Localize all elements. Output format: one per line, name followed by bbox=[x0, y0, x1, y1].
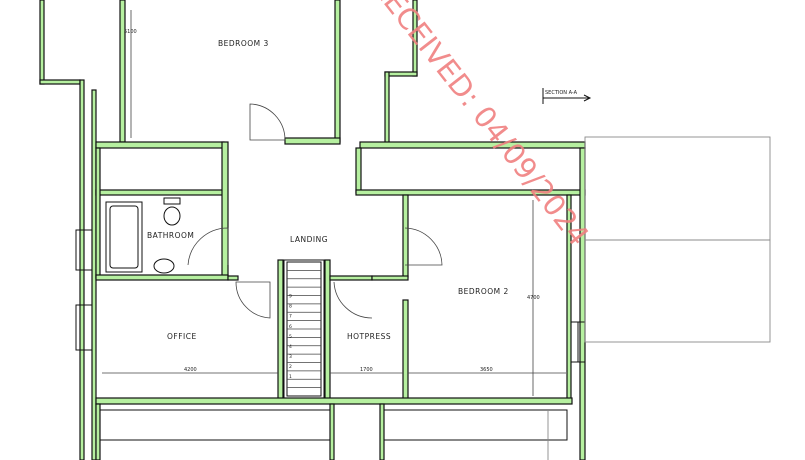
label-office: OFFICE bbox=[167, 332, 197, 341]
wall-top-right-step bbox=[384, 71, 418, 77]
wall-top-left-step bbox=[39, 79, 81, 85]
wall-bottom-mid-stub-a bbox=[329, 403, 335, 460]
stair-outline bbox=[283, 259, 325, 399]
dim-bedroom2-width: 3650 bbox=[480, 367, 493, 373]
wall-bedroom2-left-lower bbox=[402, 299, 409, 401]
stair-step-number: 6 bbox=[289, 324, 292, 330]
wall-bedroom3-right bbox=[334, 0, 341, 143]
wall-landing-top-mid bbox=[284, 137, 341, 145]
adjoining-structure bbox=[547, 136, 771, 460]
label-landing: LANDING bbox=[290, 235, 328, 244]
wall-bedroom3-left bbox=[119, 0, 126, 143]
door-office-swing bbox=[235, 281, 271, 319]
wall-office-top-right bbox=[227, 275, 239, 281]
wall-stair-right bbox=[324, 259, 331, 401]
stair-treads: 1 2 3 4 5 6 7 8 9 bbox=[287, 269, 321, 389]
wall-landing-top-right bbox=[359, 141, 586, 149]
wall-right-outer bbox=[579, 147, 586, 460]
label-bathroom: BATHROOM bbox=[147, 231, 194, 240]
room-labels: BEDROOM 3 BATHROOM LANDING BEDROOM 2 OFF… bbox=[147, 39, 509, 341]
door-hotpress-swing bbox=[333, 281, 373, 319]
dim-bedroom3-height: 5100 bbox=[124, 29, 137, 35]
section-arrow-head bbox=[583, 94, 592, 102]
received-stamp: RECEIVED: 04/09/2024 bbox=[364, 0, 595, 252]
wall-hotpress-top-right bbox=[371, 275, 409, 281]
stair-step-number: 1 bbox=[289, 374, 292, 380]
wall-closet-left bbox=[355, 147, 362, 194]
stair-step-number: 7 bbox=[289, 314, 292, 320]
stair-step-number: 4 bbox=[289, 344, 292, 350]
lower-room-left bbox=[99, 409, 331, 441]
lower-room-outlines bbox=[99, 409, 568, 441]
stair-step-number: 3 bbox=[289, 354, 292, 360]
furniture bbox=[105, 197, 181, 274]
bathtub-inner bbox=[109, 205, 139, 269]
dimension-labels: 5100 4700 4200 1700 3650 SECTION A-A bbox=[124, 29, 578, 373]
stair-step-number: 5 bbox=[289, 334, 292, 340]
staircase: 1 2 3 4 5 6 7 8 9 bbox=[283, 259, 325, 399]
stair-step-number: 9 bbox=[289, 294, 292, 300]
toilet-cistern bbox=[163, 197, 181, 205]
walls bbox=[39, 0, 586, 460]
wall-bottom bbox=[95, 397, 573, 405]
section-marker-label: SECTION A-A bbox=[545, 90, 578, 96]
lower-room-right bbox=[383, 409, 568, 441]
wall-bath-left-inner bbox=[95, 147, 101, 279]
dim-office-width: 4200 bbox=[184, 367, 197, 373]
wall-landing-top-left bbox=[95, 141, 225, 149]
wall-top-left-outer bbox=[39, 0, 45, 85]
sink bbox=[153, 258, 175, 274]
door-swings bbox=[187, 103, 443, 319]
dimension-lines bbox=[102, 10, 592, 396]
wall-bath-right bbox=[221, 141, 229, 277]
door-bedroom3-swing bbox=[249, 103, 286, 141]
dim-hotpress-width: 1700 bbox=[360, 367, 373, 373]
wall-right-upper bbox=[384, 71, 390, 145]
wall-bottom-left-stub bbox=[95, 403, 101, 460]
adjoining-block-upper bbox=[584, 136, 771, 241]
wall-bath-top bbox=[95, 189, 225, 196]
label-bedroom3: BEDROOM 3 bbox=[218, 39, 269, 48]
stair-step-number: 2 bbox=[289, 364, 292, 370]
adjoining-block-lower bbox=[584, 239, 771, 343]
windows bbox=[75, 229, 586, 363]
door-bathroom-swing bbox=[187, 227, 229, 266]
toilet bbox=[163, 206, 181, 226]
label-bedroom2: BEDROOM 2 bbox=[458, 287, 509, 296]
bathtub bbox=[105, 201, 143, 273]
wall-office-right bbox=[277, 259, 284, 401]
door-bedroom2-swing bbox=[404, 227, 443, 266]
dim-bedroom2-height: 4700 bbox=[527, 295, 540, 301]
stair-step-number: 8 bbox=[289, 304, 292, 310]
label-hotpress: HOTPRESS bbox=[347, 332, 391, 341]
wall-bottom-mid-stub-b bbox=[379, 403, 385, 460]
wall-bath-bottom bbox=[95, 274, 229, 281]
wall-hotpress-top bbox=[329, 275, 373, 281]
